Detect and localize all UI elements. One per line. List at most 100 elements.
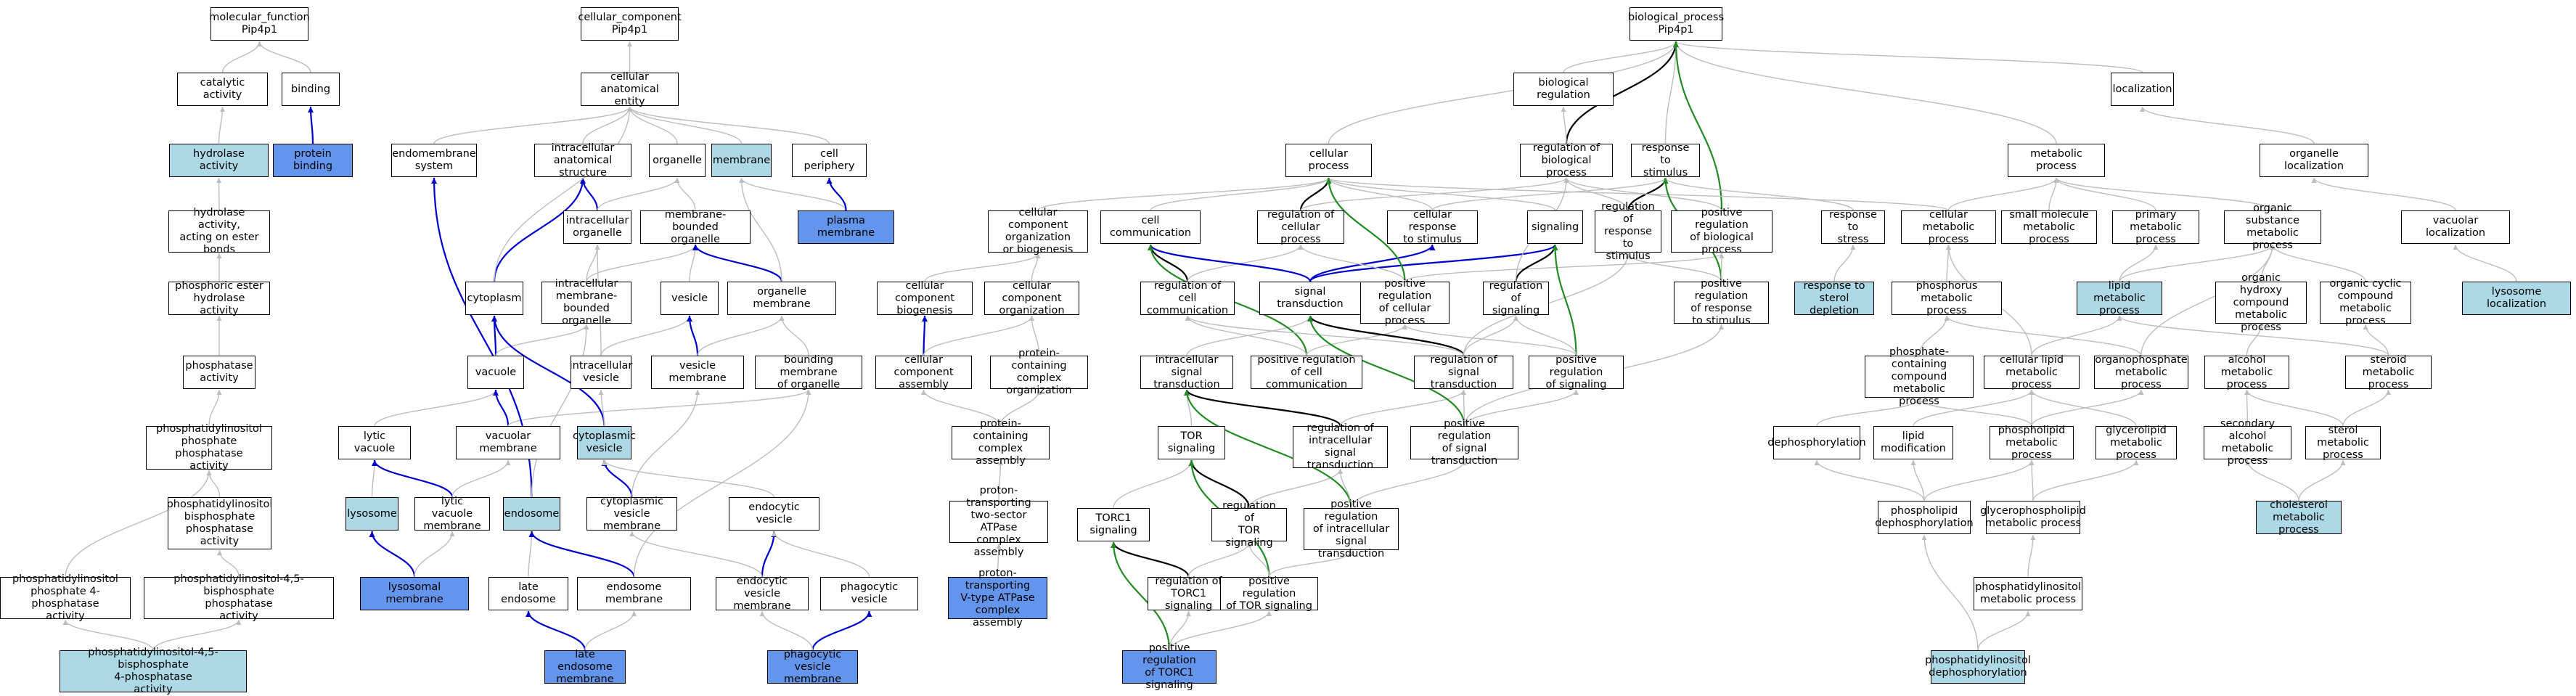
go-term-lyso-membrane[interactable]: lysosomal membrane: [360, 577, 469, 610]
go-term-primary-metab[interactable]: primary metabolic process: [2112, 209, 2199, 245]
go-term-endocytic-membrane[interactable]: endocytic vesicle membrane: [716, 576, 809, 612]
go-term-pl-dephos[interactable]: phospholipid dephosphorylation: [1875, 501, 1974, 534]
go-term-cellcomm[interactable]: cell communication: [1100, 210, 1201, 244]
go-term-glycerolipid[interactable]: glycerolipid metabolic process: [2095, 425, 2177, 461]
go-term-cell-resp-stim[interactable]: cellular response to stimulus: [1387, 209, 1478, 245]
go-term-reg-signaling[interactable]: regulation of signaling: [1483, 280, 1549, 316]
go-term-reg-cellproc[interactable]: regulation of cellular process: [1257, 209, 1344, 245]
go-term-cyto-vesicle[interactable]: cytoplasmic vesicle: [573, 426, 636, 459]
go-term-cae[interactable]: cellular anatomical entity: [581, 71, 679, 107]
go-term-pos-reg-bio[interactable]: positive regulation of biological proces…: [1671, 207, 1772, 255]
go-term-signaling[interactable]: signaling: [1527, 210, 1583, 244]
go-term-pos-reg-torc1[interactable]: positive regulation of TORC1 signaling: [1122, 642, 1217, 691]
go-term-sec-alcohol[interactable]: secondary alcohol metabolic process: [2204, 418, 2291, 467]
go-term-intra-org[interactable]: intracellular organelle: [563, 210, 631, 244]
go-term-pos-reg-sig[interactable]: positive regulation of signaling: [1529, 354, 1624, 390]
go-term-reg-sig-trans[interactable]: regulation of signal transduction: [1414, 354, 1513, 390]
go-term-vac-loc[interactable]: vacuolar localization: [2401, 210, 2510, 244]
go-term-org-hydroxy[interactable]: organic hydroxy compound metabolic proce…: [2215, 272, 2307, 333]
go-term-phos-cont[interactable]: phosphate-containing compound metabolic …: [1865, 346, 1974, 407]
go-term-intra-vesicle[interactable]: intracellular vesicle: [570, 356, 632, 389]
go-term-bioreg[interactable]: biological regulation: [1513, 73, 1614, 106]
go-term-periphery[interactable]: cell periphery: [792, 144, 867, 177]
go-term-cell-lipid[interactable]: cellular lipid metabolic process: [1984, 354, 2080, 390]
go-term-pi45bp[interactable]: phosphatidylinositol-4,5-bisphosphate ph…: [144, 573, 334, 622]
go-term-late-endosome[interactable]: late endosome: [488, 577, 568, 610]
go-term-proton-assembly[interactable]: proton-transporting two-sector ATPase co…: [949, 485, 1048, 558]
go-term-vacuole[interactable]: vacuole: [467, 356, 524, 389]
go-term-vesicle[interactable]: vesicle: [661, 282, 719, 315]
go-term-ccb[interactable]: cellular component biogenesis: [877, 280, 973, 316]
go-term-reg-tor[interactable]: regulation of TOR signaling: [1211, 500, 1287, 549]
go-term-pi-dephos[interactable]: phosphatidylinositol dephosphorylation: [1925, 650, 2031, 684]
go-term-resp-sterol[interactable]: response to sterol depletion: [1794, 280, 1874, 316]
go-term-org-membrane[interactable]: organelle membrane: [727, 282, 836, 315]
go-term-phospholipid[interactable]: phospholipid metabolic process: [1990, 425, 2074, 461]
go-term-pos-reg-resp[interactable]: positive regulation of response to stimu…: [1674, 278, 1769, 327]
go-term-pi4p[interactable]: phosphatidylinositol phosphate 4-phospha…: [0, 573, 131, 622]
go-term-pos-reg-intra[interactable]: positive regulation of intracellular sig…: [1304, 499, 1399, 560]
go-term-hydrolase[interactable]: hydrolase activity: [169, 144, 269, 177]
go-term-org-loc[interactable]: organelle localization: [2260, 144, 2368, 177]
go-term-lipid-mod[interactable]: lipid modification: [1873, 426, 1953, 459]
go-term-binding[interactable]: binding: [282, 73, 340, 106]
go-term-pi45bp4[interactable]: phosphatidylinositol-4,5-bisphosphate 4-…: [60, 647, 247, 695]
go-term-localization[interactable]: localization: [2111, 73, 2174, 106]
go-term-reg-intra-sig[interactable]: regulation of intracellular signal trans…: [1293, 422, 1388, 471]
go-term-lipid-metab[interactable]: lipid metabolic process: [2077, 280, 2162, 316]
go-term-sig-trans[interactable]: signal transduction: [1259, 282, 1361, 315]
go-term-lytic-membrane[interactable]: lytic vacuole membrane: [414, 496, 490, 532]
go-term-torc1[interactable]: TORC1 signaling: [1077, 508, 1150, 541]
go-term-lysosome[interactable]: lysosome: [345, 497, 398, 531]
go-term-tor[interactable]: TOR signaling: [1158, 426, 1225, 459]
go-term-reg-cellcomm[interactable]: regulation of cell communication: [1140, 280, 1235, 316]
go-term-cyto-ves-membrane[interactable]: cytoplasmic vesicle membrane: [586, 496, 677, 532]
go-term-pos-reg-cell[interactable]: positive regulation of cellular process: [1360, 278, 1449, 327]
go-term-phagocytic[interactable]: phagocytic vesicle: [820, 577, 918, 610]
go-term-vtype[interactable]: proton-transporting V-type ATPase comple…: [948, 568, 1047, 629]
go-term-bounding[interactable]: bounding membrane of organelle: [755, 354, 862, 390]
go-term-proteinbinding[interactable]: protein binding: [273, 144, 353, 177]
go-term-ccob[interactable]: cellular component organization or bioge…: [988, 207, 1088, 255]
go-term-steroid[interactable]: steroid metabolic process: [2345, 354, 2432, 390]
go-term-endomembrane[interactable]: endomembrane system: [391, 144, 477, 177]
go-term-phosphoester[interactable]: phosphoric ester hydrolase activity: [168, 280, 270, 316]
go-term-pi-bis-phosphatase[interactable]: phosphatidylinositol bisphosphate phosph…: [167, 497, 272, 549]
go-term-resp-stim[interactable]: response to stimulus: [1631, 142, 1700, 179]
go-term-phosphatase[interactable]: phosphatase activity: [183, 356, 255, 389]
go-term-dephos[interactable]: dephosphorylation: [1767, 426, 1866, 459]
go-term-pi-metab[interactable]: phosphatidylinositol metabolic process: [1974, 577, 2082, 610]
go-term-organophos[interactable]: organophosphate metabolic process: [2094, 353, 2188, 390]
go-term-organelle[interactable]: organelle: [649, 144, 706, 177]
go-term-phago-membrane[interactable]: phagocytic vesicle membrane: [767, 649, 858, 685]
go-term-mbo[interactable]: membrane-bounded organelle: [640, 209, 751, 245]
go-term-regbio[interactable]: regulation of biological process: [1520, 142, 1613, 179]
go-term-endo-membrane[interactable]: endosome membrane: [577, 577, 691, 610]
go-term-lyso-loc[interactable]: lysosome localization: [2462, 282, 2571, 315]
go-term-endosome[interactable]: endosome: [503, 497, 560, 531]
go-term-metabolic[interactable]: metabolic process: [2008, 144, 2105, 177]
go-term-intra-sig[interactable]: intracellular signal transduction: [1140, 354, 1233, 390]
go-term-pos-reg-cellcomm[interactable]: positive regulation of cell communicatio…: [1251, 354, 1362, 390]
go-term-membrane[interactable]: membrane: [711, 144, 772, 177]
go-term-cca[interactable]: cellular component assembly: [875, 354, 972, 390]
go-term-mf[interactable]: molecular_function Pip4p1: [209, 7, 310, 41]
go-term-vac-membrane[interactable]: vacuolar membrane: [456, 426, 560, 459]
go-term-pcco[interactable]: protein-containing complex organization: [990, 348, 1088, 396]
go-term-cc[interactable]: cellular_component Pip4p1: [578, 7, 682, 41]
go-term-small-mol[interactable]: small molecule metabolic process: [2001, 209, 2097, 245]
go-term-alcohol[interactable]: alcohol metabolic process: [2204, 354, 2289, 390]
go-term-pi-phosphatase[interactable]: phosphatidylinositol phosphate phosphata…: [146, 423, 272, 472]
go-term-cco[interactable]: cellular component organization: [984, 280, 1079, 316]
go-term-pos-reg-sig-trans[interactable]: positive regulation of signal transducti…: [1410, 418, 1518, 467]
go-term-plasma[interactable]: plasma membrane: [798, 210, 894, 244]
go-term-late-endo-membrane[interactable]: late endosome membrane: [544, 649, 626, 685]
go-term-hydro-ester[interactable]: hydrolase activity, acting on ester bond…: [168, 207, 270, 255]
go-term-bp[interactable]: biological_process Pip4p1: [1628, 7, 1724, 41]
go-term-pcca[interactable]: protein-containing complex assembly: [952, 418, 1050, 467]
go-term-endocytic[interactable]: endocytic vesicle: [729, 497, 819, 531]
go-term-phosphorus[interactable]: phosphorus metabolic process: [1892, 280, 2002, 316]
go-term-imbo[interactable]: intracellular membrane-bounded organelle: [541, 278, 631, 327]
go-term-cholesterol[interactable]: cholesterol metabolic process: [2256, 499, 2342, 536]
go-term-reg-torc1[interactable]: regulation of TORC1 signaling: [1148, 576, 1230, 612]
